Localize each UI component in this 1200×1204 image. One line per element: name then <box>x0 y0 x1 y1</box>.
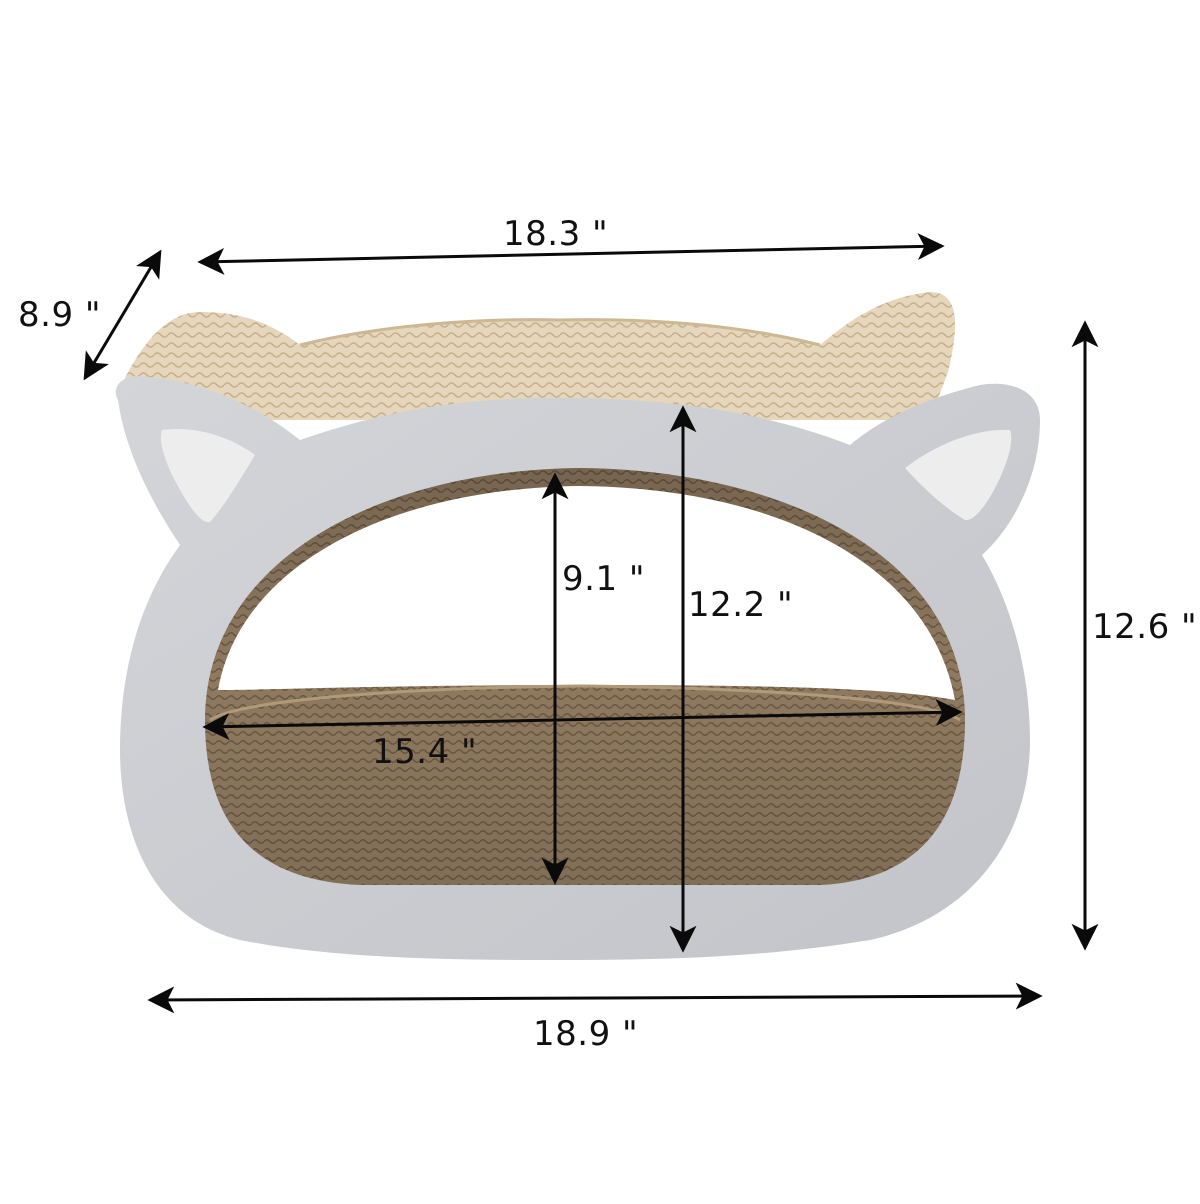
label-depth: 8.9 " <box>18 295 102 335</box>
label-overall-height: 12.6 " <box>1092 607 1198 647</box>
arrow-depth <box>83 249 162 381</box>
label-top-width: 18.3 " <box>503 214 609 254</box>
cat-head-frame <box>115 376 1040 960</box>
label-overall-width: 18.9 " <box>533 1014 639 1054</box>
dimension-arrows <box>83 233 1099 1014</box>
label-frame-height: 12.2 " <box>688 585 794 625</box>
arrow-top-width <box>197 233 945 275</box>
cardboard-top-surface <box>125 292 956 420</box>
label-inner-width: 15.4 " <box>372 732 478 772</box>
left-inner-ear <box>160 429 255 523</box>
arrow-inner-width <box>202 698 963 741</box>
arrow-overall-width <box>147 982 1043 1014</box>
label-inner-height: 9.1 " <box>562 559 646 599</box>
right-inner-ear <box>905 429 1012 521</box>
